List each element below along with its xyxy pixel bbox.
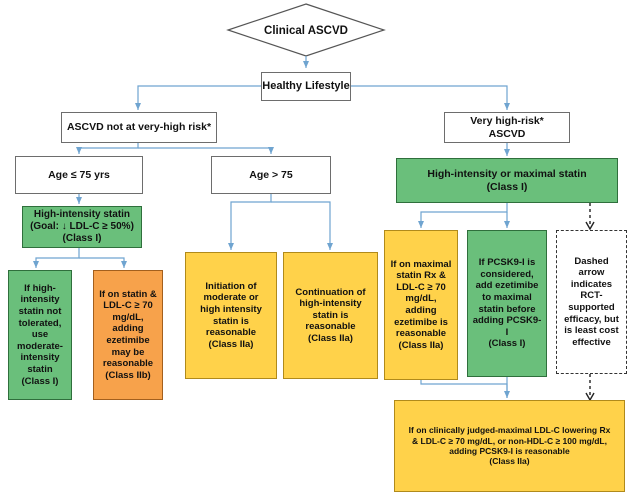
arrow-to-age-le-75	[76, 143, 139, 154]
very-high-risk-label: Very high-risk* ASCVD	[470, 114, 544, 140]
initiation-node: Initiation of moderate or high intensity…	[185, 252, 277, 379]
high-intensity-or-maximal-label: High-intensity or maximal statin (Class …	[427, 167, 587, 193]
not-very-high-risk-node: ASCVD not at very-high risk*	[61, 112, 217, 143]
age-le-75-node: Age ≤ 75 yrs	[15, 156, 143, 194]
clinical-ascvd-node: Clinical ASCVD	[250, 20, 362, 42]
arrow-to-initiation	[228, 194, 272, 250]
maximal-ezetimibe-node: If on maximal statin Rx & LDL-C ≥ 70 mg/…	[384, 230, 458, 380]
pcsk9-considered-label: If PCSK9-I is considered, add ezetimibe …	[472, 257, 542, 350]
initiation-label: Initiation of moderate or high intensity…	[200, 280, 262, 350]
very-high-risk-node: Very high-risk* ASCVD	[444, 112, 570, 143]
continuation-label: Continuation of high-intensity statin is…	[295, 286, 366, 344]
continuation-node: Continuation of high-intensity statin is…	[283, 252, 378, 379]
ezetimibe-class-iib-node: If on statin & LDL-C ≥ 70 mg/dL, adding …	[93, 270, 163, 400]
ezetimibe-class-iib-label: If on statin & LDL-C ≥ 70 mg/dL, adding …	[99, 288, 157, 381]
high-intensity-statin-label: High-intensity statin (Goal: ↓ LDL-C ≥ 5…	[30, 208, 134, 245]
dashed-arrow-head	[585, 221, 595, 231]
pcsk9-class-iia-label: If on clinically judged-maximal LDL-C lo…	[408, 425, 611, 467]
maximal-ezetimibe-label: If on maximal statin Rx & LDL-C ≥ 70 mg/…	[390, 258, 452, 351]
dashed-note-node: Dashed arrow indicates RCT- supported ef…	[556, 230, 627, 374]
age-gt-75-node: Age > 75	[211, 156, 331, 194]
age-gt-75-label: Age > 75	[249, 168, 293, 181]
healthy-lifestyle-label: Healthy Lifestyle	[262, 79, 350, 92]
arrow-maximal-ezetimibe-to-pcsk9	[420, 380, 510, 398]
high-intensity-statin-node: High-intensity statin (Goal: ↓ LDL-C ≥ 5…	[22, 206, 142, 248]
not-tolerated-label: If high- intensity statin not tolerated,…	[17, 282, 63, 387]
pcsk9-class-iia-node: If on clinically judged-maximal LDL-C lo…	[394, 400, 625, 492]
high-intensity-or-maximal-node: High-intensity or maximal statin (Class …	[396, 158, 618, 203]
healthy-lifestyle-node: Healthy Lifestyle	[261, 72, 351, 101]
arrow-lifestyle-to-not-very-high	[135, 85, 262, 110]
arrow-to-ezetimibe-iib	[79, 257, 127, 268]
arrow-lifestyle-to-very-high	[350, 85, 510, 110]
arrow-to-continuation	[271, 201, 333, 250]
arrow-to-age-gt-75	[138, 147, 274, 154]
arrow-to-maximal-ezetimibe	[418, 203, 508, 228]
age-le-75-label: Age ≤ 75 yrs	[48, 168, 110, 181]
not-tolerated-node: If high- intensity statin not tolerated,…	[8, 270, 72, 400]
dashed-note-label: Dashed arrow indicates RCT- supported ef…	[564, 255, 619, 348]
clinical-ascvd-label: Clinical ASCVD	[264, 24, 348, 37]
pcsk9-considered-node: If PCSK9-I is considered, add ezetimibe …	[467, 230, 547, 377]
not-very-high-risk-label: ASCVD not at very-high risk*	[66, 121, 212, 134]
arrow-to-not-tolerated	[33, 248, 80, 268]
